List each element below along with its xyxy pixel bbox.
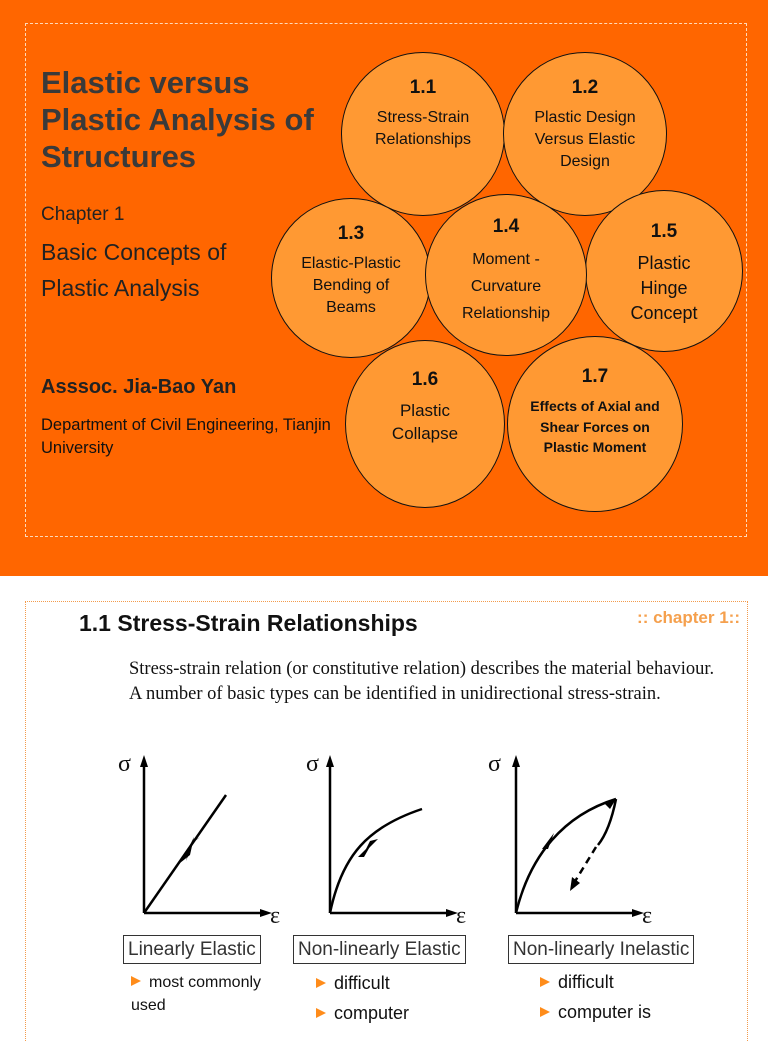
section-heading: 1.1 Stress-Strain Relationships (79, 610, 418, 636)
topic-circle-1-1[interactable]: 1.1 Stress-Strain Relationships (341, 52, 505, 216)
topic-label: Moment - Curvature Relationship (461, 251, 551, 322)
topic-number: 1.3 (337, 223, 365, 244)
topic-label: Plastic Design Versus Elastic Design (534, 109, 636, 170)
label-nonlinearly-inelastic: Non-linearly Inelastic (508, 935, 695, 964)
topic-number: 1.2 (571, 77, 599, 98)
bullet-triangle-icon (316, 978, 326, 988)
label-linearly-elastic: Linearly Elastic (123, 935, 261, 964)
bullet-item: difficult (540, 971, 614, 994)
topic-circle-1-3[interactable]: 1.3 Elastic-Plastic Bending of Beams (271, 198, 431, 358)
slide-border (25, 23, 747, 537)
sigma-label: σ (118, 751, 131, 777)
sigma-label: σ (306, 751, 319, 777)
slide-border: :: chapter 1:: (25, 601, 748, 1041)
arrow-down (570, 877, 580, 891)
topic-circle-1-6[interactable]: 1.6 Plastic Collapse (345, 340, 505, 508)
unloading-dashed (572, 846, 598, 884)
topic-label: Stress-Strain Relationships (374, 109, 472, 148)
bullet-triangle-icon (316, 1008, 326, 1018)
epsilon-label: ε (642, 903, 652, 929)
arrow-peak (604, 799, 616, 809)
content-slide: :: chapter 1:: 1.1 Stress-Strain Relatio… (0, 576, 768, 1041)
topic-circle-1-7[interactable]: 1.7 Effects of Axial and Shear Forces on… (507, 336, 683, 512)
topic-number: 1.4 (492, 216, 520, 237)
epsilon-label: ε (456, 903, 466, 929)
topic-number: 1.5 (650, 221, 678, 242)
chapter-subtitle: Basic Concepts of Plastic Analysis (41, 239, 227, 301)
bullet-item: most commonly used (131, 974, 262, 1014)
unloading-curve (597, 798, 618, 846)
nonlinear-curve (328, 807, 423, 914)
topic-number: 1.7 (581, 366, 609, 387)
arrow-down (364, 839, 378, 853)
arrow-up (542, 833, 554, 849)
bullet-item: computer is (540, 1001, 651, 1024)
bullet-triangle-icon (540, 1007, 550, 1017)
sigma-label: σ (488, 751, 501, 777)
chapter-label: Chapter 1 (41, 204, 125, 225)
bullet-triangle-icon (131, 976, 141, 986)
topic-circle-1-4[interactable]: 1.4 Moment - Curvature Relationship (425, 194, 587, 356)
topic-circle-1-2[interactable]: 1.2 Plastic Design Versus Elastic Design (503, 52, 667, 216)
topic-label: Plastic Collapse (391, 401, 459, 443)
author-name: Asssoc. Jia-Bao Yan (41, 376, 237, 398)
epsilon-label: ε (270, 903, 280, 929)
slide-title: Elastic versus Plastic Analysis of Struc… (41, 65, 314, 174)
intro-paragraph: Stress-strain relation (or constitutive … (129, 659, 715, 704)
title-slide: Elastic versus Plastic Analysis of Struc… (0, 0, 768, 576)
department: Department of Civil Engineering, Tianjin… (41, 416, 331, 457)
chapter-tag: :: chapter 1:: (633, 608, 740, 628)
topic-label: Effects of Axial and Shear Forces on Pla… (530, 398, 660, 455)
bullet-item: computer (316, 1002, 409, 1025)
loading-line (142, 794, 228, 914)
loading-curve (514, 797, 617, 914)
label-nonlinearly-elastic: Non-linearly Elastic (293, 935, 466, 964)
topic-number: 1.6 (411, 369, 439, 390)
graph-nonlinearly-inelastic: σ ε (484, 745, 664, 935)
bullet-item: difficult (316, 972, 390, 995)
bullet-triangle-icon (540, 977, 550, 987)
topic-number: 1.1 (409, 77, 437, 98)
topic-label: Elastic-Plastic Bending of Beams (301, 255, 401, 316)
graph-linearly-elastic: σ ε (112, 745, 292, 935)
graph-nonlinearly-elastic: σ ε (298, 745, 478, 935)
topic-label: Plastic Hinge Concept (630, 253, 698, 323)
topic-circle-1-5[interactable]: 1.5 Plastic Hinge Concept (585, 190, 743, 352)
